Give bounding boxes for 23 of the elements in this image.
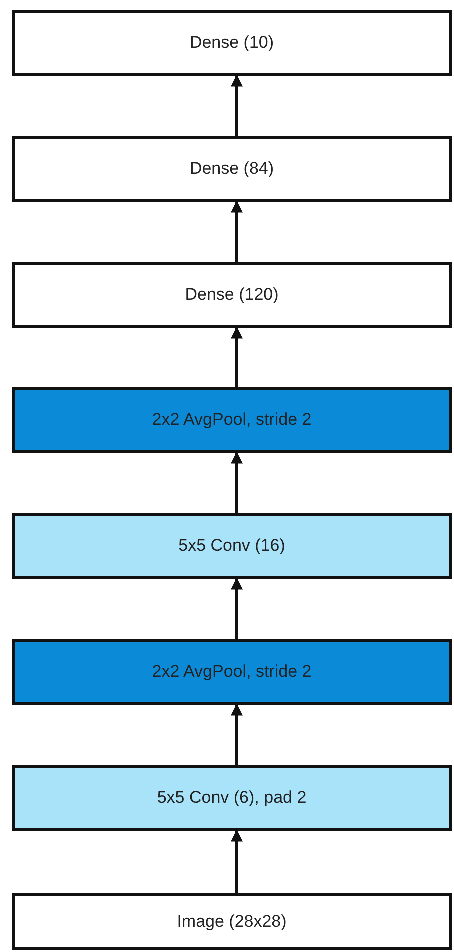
layer-label: Image (28x28): [177, 912, 287, 932]
layer-label: Dense (10): [190, 33, 274, 53]
arrow: [231, 578, 243, 639]
layer-box: [12, 639, 452, 705]
layer-box: [12, 10, 452, 76]
layer-box: [12, 765, 452, 831]
layer-box: [12, 262, 452, 328]
layer-box: [12, 136, 452, 202]
arrow: [231, 452, 243, 513]
layer-box: [12, 513, 452, 579]
layer-label: Dense (120): [185, 285, 279, 305]
layer-label: Dense (84): [190, 159, 274, 179]
arrow: [231, 200, 243, 262]
arrow: [231, 830, 243, 893]
layer-label: 5x5 Conv (16): [178, 536, 286, 556]
layer-box: [12, 387, 452, 453]
layer-box: [12, 893, 452, 950]
arrow: [231, 704, 243, 765]
layer-label: 5x5 Conv (6), pad 2: [157, 788, 307, 808]
arrow: [231, 74, 243, 136]
layer-label: 2x2 AvgPool, stride 2: [152, 410, 312, 430]
layer-label: 2x2 AvgPool, stride 2: [152, 662, 312, 682]
arrow: [231, 326, 243, 387]
